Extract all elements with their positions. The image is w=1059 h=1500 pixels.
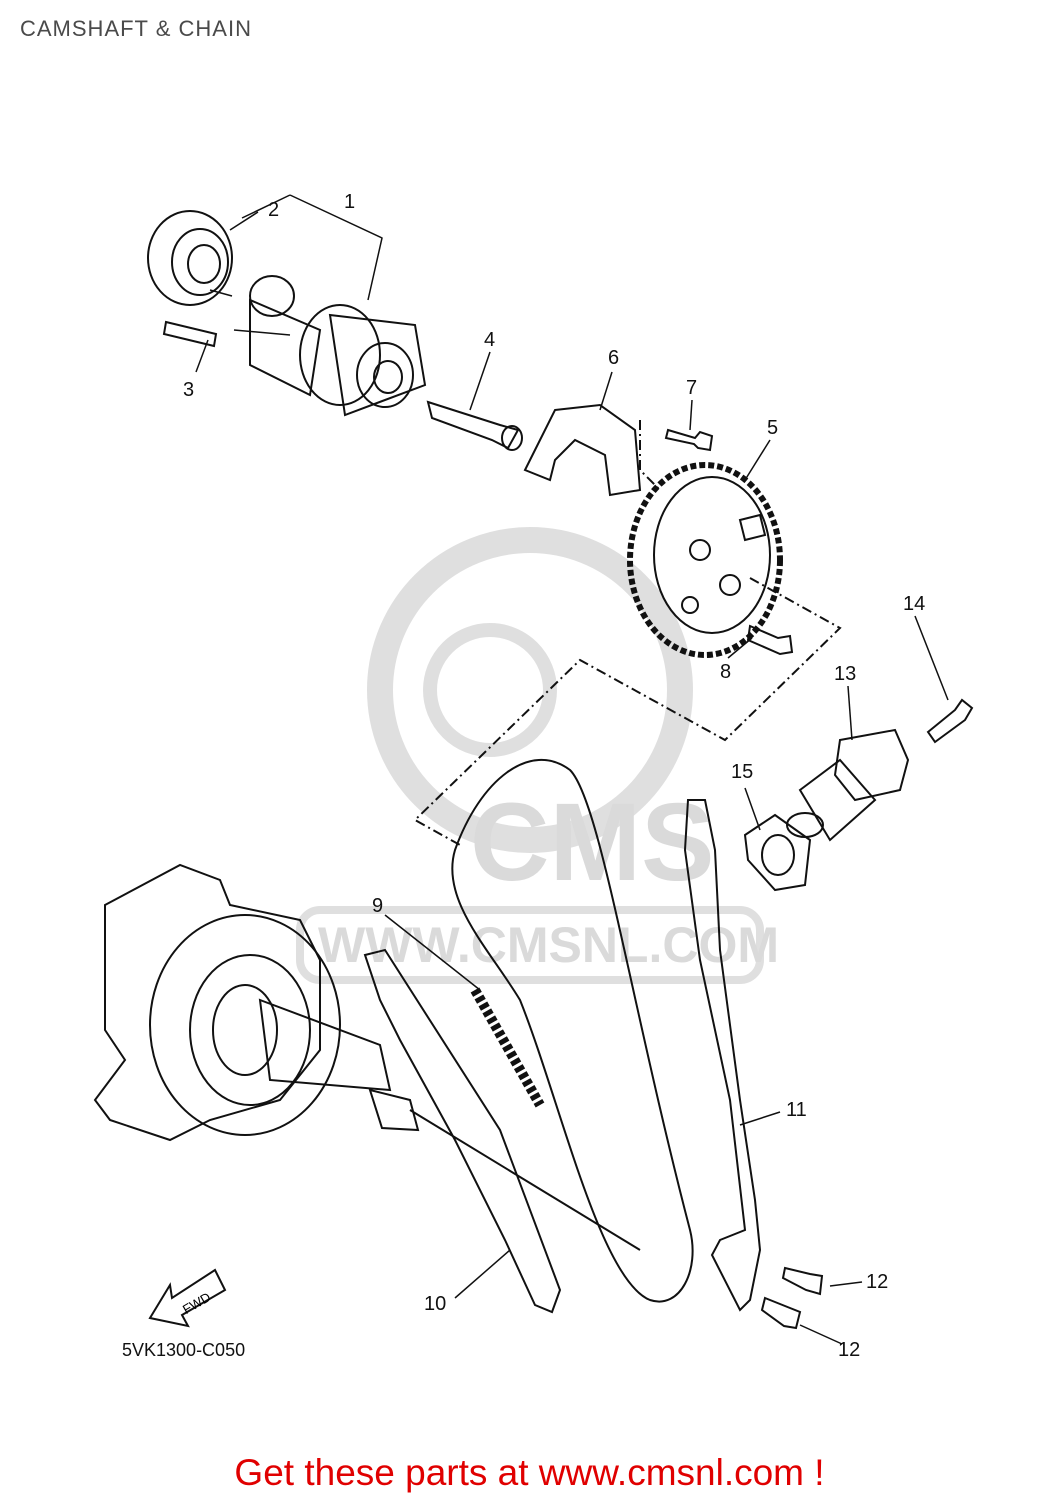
watermark-url-text: WWW.CMSNL.COM [318, 917, 779, 973]
part-bolt-8 [746, 624, 794, 656]
watermark-logo-text: CMS [470, 781, 714, 904]
part-gasket [743, 813, 812, 892]
callout-5: 5 [767, 417, 778, 439]
page-title: CAMSHAFT & CHAIN [20, 16, 252, 41]
fwd-arrow-icon [148, 1268, 227, 1328]
callout-12a: 12 [866, 1271, 888, 1293]
diagram-code: 5VK1300-C050 [122, 1340, 246, 1360]
part-cam-chain [451, 758, 694, 1303]
callout-13: 13 [834, 663, 856, 685]
part-decomp-shaft [426, 400, 523, 451]
part-cam-sprocket [627, 462, 783, 658]
callout-15: 15 [731, 761, 753, 783]
callout-10: 10 [424, 1293, 446, 1315]
watermark-logo: CMS WWW.CMSNL.COM [296, 527, 779, 984]
callout-12b: 12 [838, 1339, 860, 1361]
leader-lines [195, 194, 949, 1345]
part-tensioner-guide [683, 799, 762, 1312]
callout-11: 11 [786, 1099, 807, 1121]
part-tensioner [786, 728, 910, 842]
callout-9: 9 [372, 895, 383, 917]
part-decomp-plate [523, 403, 642, 497]
part-bolt-7 [664, 428, 714, 452]
callout-2: 2 [268, 199, 279, 221]
parts-diagram: CMS WWW.CMSNL.COM [93, 191, 974, 1361]
cta-link[interactable]: Get these parts at www.cmsnl.com ! [234, 1452, 825, 1493]
callout-6: 6 [608, 347, 619, 369]
part-tensioner-bolt [926, 698, 974, 744]
part-bearing [147, 210, 233, 306]
fwd-label: FWD [180, 1289, 213, 1317]
callout-4: 4 [484, 329, 495, 351]
part-pin [162, 320, 218, 348]
callout-7: 7 [686, 377, 697, 399]
part-chain-guide [363, 948, 562, 1314]
callout-8: 8 [720, 661, 731, 683]
callout-14: 14 [903, 593, 925, 615]
callout-3: 3 [183, 379, 194, 401]
part-crankshaft [93, 863, 641, 1251]
callout-1: 1 [344, 191, 355, 213]
part-camshaft [249, 275, 427, 417]
part-bolt-12 [760, 1266, 824, 1330]
